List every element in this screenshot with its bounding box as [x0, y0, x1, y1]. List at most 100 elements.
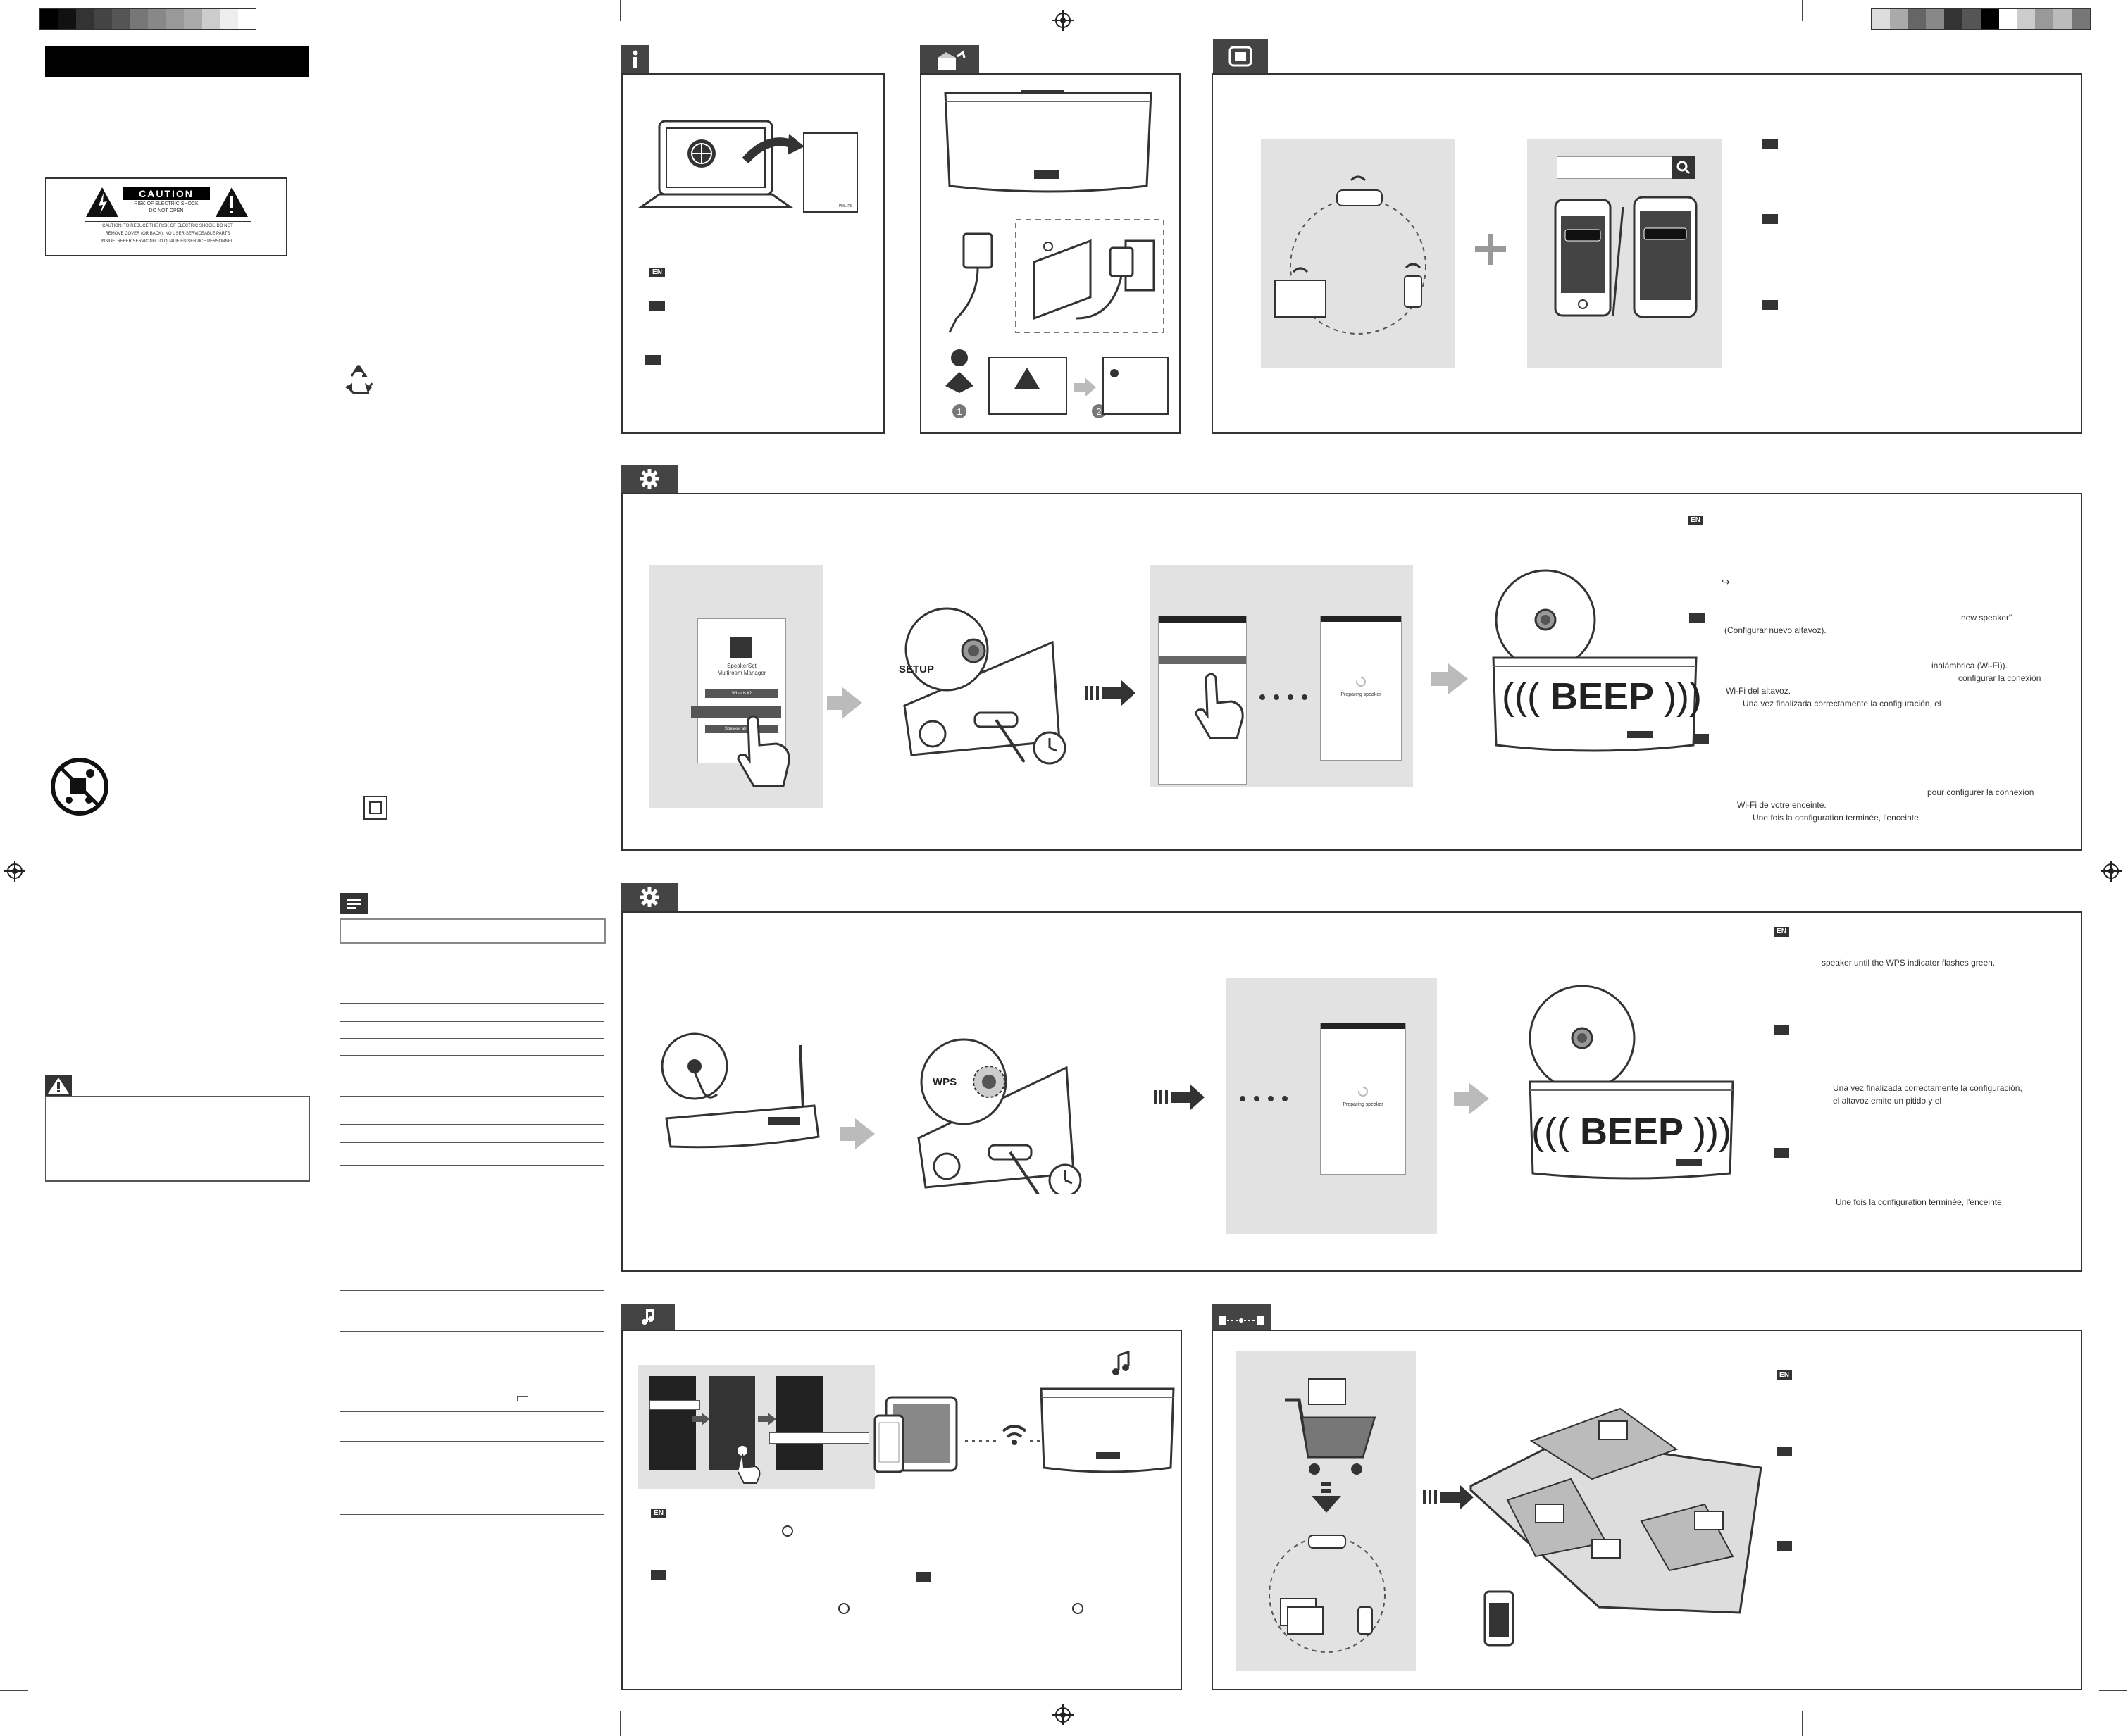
- next-arrow: [842, 687, 862, 718]
- speaker-illustration: [944, 90, 1152, 193]
- arrow-glyph: ↪: [1722, 576, 1730, 587]
- fr-text-3: Une fois la configuration terminée, l'en…: [1753, 813, 1919, 823]
- note-box: [340, 918, 606, 944]
- gear-icon: [640, 469, 659, 489]
- recycle-icon: [345, 365, 373, 394]
- registration-mark-right: [2101, 861, 2122, 882]
- next-arrow-shaft: [827, 696, 844, 710]
- speaker-already-button[interactable]: Speaker already...: [705, 725, 778, 733]
- router-illustration: [661, 1032, 820, 1149]
- plus-sign: [1488, 234, 1493, 265]
- hand-pointer-icon: [736, 1444, 761, 1484]
- next-arrow: [855, 1118, 875, 1149]
- fr-text-1: pour configurer la connexion: [1927, 787, 2034, 797]
- step-arrow: [758, 1413, 776, 1425]
- lang-es: [1777, 1447, 1792, 1456]
- tablet-phone-illustration: [873, 1396, 958, 1473]
- spinner-icon: [1356, 677, 1366, 687]
- box-icon: [938, 50, 966, 70]
- setup-screen-row[interactable]: [1159, 656, 1246, 664]
- lang-fr: [1693, 734, 1709, 744]
- setup-new-speaker-button[interactable]: [691, 706, 781, 718]
- speaker-app-icon: [730, 637, 752, 658]
- lang-fr: [1774, 1148, 1789, 1158]
- app-title-1: SpeakerSet: [727, 663, 757, 669]
- progress-arrow: [1085, 680, 1135, 706]
- connect-icon: [1072, 1603, 1083, 1614]
- class-ii-symbol: [363, 796, 387, 820]
- beep-wave-right: ))): [1664, 675, 1703, 718]
- table-rule: [340, 1331, 604, 1332]
- caution-divider: [85, 221, 251, 222]
- app-store-diagram: [1527, 139, 1722, 368]
- es-text-1: Una vez finalizada correctamente la conf…: [1833, 1083, 2022, 1093]
- info-panel: PHILIPS EN: [621, 73, 885, 434]
- trim-mark: [0, 1690, 28, 1691]
- no-cart-tipping-icon: [51, 758, 108, 816]
- table-rule: [340, 1003, 604, 1004]
- loading-dots: [1259, 694, 1307, 700]
- note-icon: [347, 899, 361, 909]
- setup-button-illustration: [903, 607, 1066, 765]
- caution-line-1: RISK OF ELECTRIC SHOCK: [134, 201, 199, 206]
- app-screen-1-row[interactable]: [649, 1400, 700, 1410]
- multiroom-icon: [1219, 1316, 1264, 1325]
- music-header: [621, 1304, 675, 1330]
- read-manual-illustration: 1 2: [945, 349, 1169, 418]
- es-text-3: inalámbrica (Wi-Fi)).: [1931, 661, 2008, 670]
- es-text-1: new speaker": [1961, 613, 2012, 623]
- hand-pointer-icon: [737, 715, 790, 787]
- small-mark: [517, 1396, 528, 1401]
- color-bar-left: [39, 8, 256, 30]
- app-screen-2: [709, 1376, 755, 1470]
- svg-text:1: 1: [957, 406, 962, 417]
- caution-line-4: REMOVE COVER (OR BACK). NO USER-SERVICEA…: [105, 232, 230, 236]
- app-screen-1: [649, 1376, 696, 1470]
- registration-mark-bottom: [1052, 1704, 1074, 1725]
- progress-arrow: [1423, 1485, 1474, 1510]
- connect-icon: [838, 1603, 850, 1614]
- table-rule: [340, 1441, 604, 1442]
- next-arrow: [1448, 663, 1468, 694]
- device-select-row[interactable]: [769, 1432, 869, 1444]
- info-header: [621, 45, 649, 73]
- wps-button-illustration: [917, 1038, 1082, 1194]
- table-rule: [340, 1514, 604, 1515]
- beep-speaker-illustration: [1492, 569, 1698, 752]
- registration-mark-top: [1052, 10, 1074, 31]
- lang-fr: [645, 355, 661, 365]
- en-text-1: speaker until the WPS indicator flashes …: [1822, 958, 1996, 968]
- es-text-4: configurar la conexión: [1958, 673, 2041, 683]
- lang-es: [1762, 214, 1778, 224]
- table-rule: [340, 1096, 604, 1097]
- title-bar: [45, 46, 309, 77]
- streaming-screens-bg: [638, 1365, 875, 1489]
- beep-label: ((( BEEP ))): [1502, 675, 1702, 718]
- es-text-2: (Configurar nuevo altavoz).: [1724, 625, 1827, 635]
- beep-wave-left: (((: [1502, 675, 1540, 718]
- setup-screen: [1158, 616, 1247, 785]
- wps-panel: WPS Preparing speaker ((( BEEP ))) EN sp…: [621, 911, 2082, 1272]
- caution-line-2: DO NOT OPEN: [149, 208, 184, 213]
- floorplan-illustration: [1469, 1407, 1762, 1647]
- next-arrow-shaft: [1431, 672, 1450, 686]
- lightning-warning-icon: [86, 187, 118, 217]
- table-rule: [340, 1290, 604, 1291]
- trim-mark: [2099, 1690, 2127, 1691]
- preparing-screen-bar: [1321, 1023, 1405, 1029]
- setup-panel: SpeakerSet Multiroom Manager What is it?…: [621, 493, 2082, 851]
- network-diagram: [1261, 139, 1455, 368]
- lang-fr: [1762, 300, 1778, 310]
- gear-icon: [640, 887, 659, 907]
- table-rule: [340, 1124, 604, 1125]
- purchase-diagram: [1236, 1351, 1416, 1671]
- lang-en: EN: [1774, 927, 1789, 937]
- trim-mark: [620, 1711, 621, 1736]
- beep-text: BEEP: [1579, 1111, 1684, 1153]
- connect-icon: [782, 1525, 793, 1537]
- what-is-it-button[interactable]: What is it?: [705, 689, 778, 698]
- lang-en: EN: [1688, 516, 1703, 525]
- app-panel: [1212, 73, 2082, 434]
- preparing-screen: Preparing speaker: [1320, 616, 1402, 761]
- fr-text-1: Une fois la configuration terminée, l'en…: [1836, 1197, 2002, 1207]
